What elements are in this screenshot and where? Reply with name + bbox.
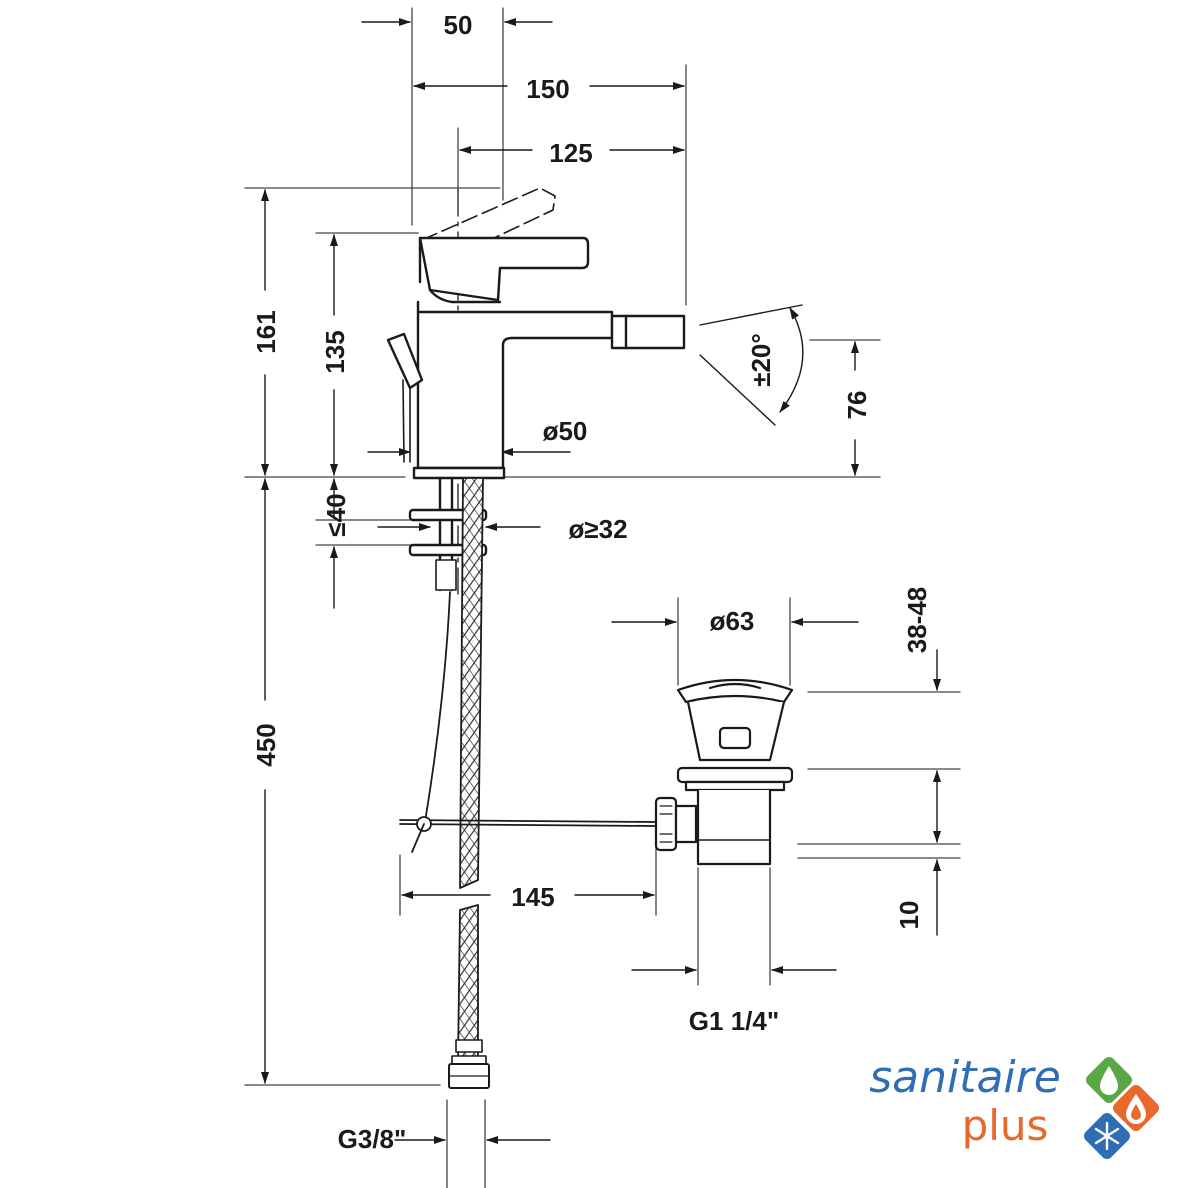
label-161: 161: [251, 310, 281, 353]
braided-hose: [448, 477, 490, 1089]
drain-plug: [676, 678, 794, 704]
label-135: 135: [320, 330, 350, 373]
snowflake-icon: [1084, 1113, 1130, 1159]
dimension-lines: [261, 18, 941, 1144]
waste-drain: [654, 678, 794, 866]
label-76: 76: [842, 391, 872, 420]
label-angle: ±20°: [746, 333, 776, 387]
label-dia50: ø50: [543, 416, 588, 446]
lever-handle: [418, 236, 590, 302]
logo-line2: plus: [962, 1101, 1049, 1150]
spray-nozzle: [610, 314, 686, 350]
tap-base: [412, 466, 506, 480]
label-125: 125: [549, 138, 592, 168]
label-450: 450: [251, 723, 281, 766]
label-g38: G3/8": [338, 1124, 407, 1154]
label-10: 10: [894, 901, 924, 930]
drain-body: [696, 788, 772, 866]
hose-connector: [455, 1039, 483, 1053]
label-150: 150: [526, 74, 569, 104]
popup-cable: [399, 591, 657, 853]
label-g114: G1 1/4": [689, 1006, 779, 1036]
label-50: 50: [444, 10, 473, 40]
extension-lines: [244, 7, 961, 1188]
label-le40: ≤40: [321, 493, 351, 536]
label-145: 145: [511, 882, 554, 912]
label-dia32: ø≥32: [568, 514, 627, 544]
label-dia63: ø63: [710, 606, 755, 636]
label-38-48: 38-48: [902, 587, 932, 654]
water-drop-icon: [1086, 1057, 1132, 1103]
lever-raised-outline: [421, 187, 556, 259]
popup-knob: [386, 332, 424, 390]
drain-flange: [676, 766, 794, 784]
sanitaire-plus-logo: sanitaire plus: [869, 1052, 1159, 1159]
flame-drop-icon: [1113, 1085, 1159, 1131]
logo-line1: sanitaire: [869, 1052, 1061, 1103]
